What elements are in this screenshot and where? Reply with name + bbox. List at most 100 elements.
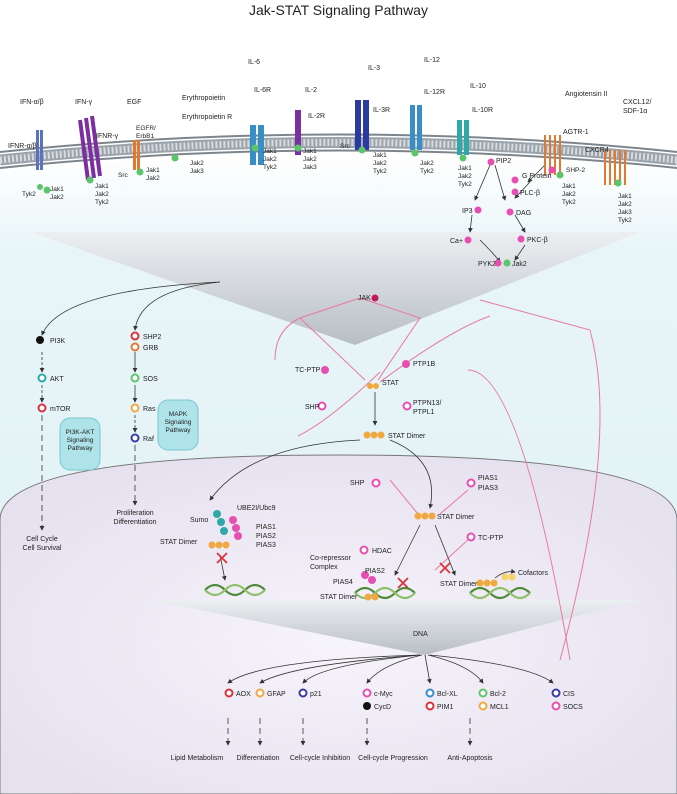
aox-label: AOX (236, 691, 251, 698)
cxcr4-kinase-tyk2: Tyk2 (618, 217, 632, 224)
stat-dimer-center-label: STAT Dimer (437, 514, 475, 521)
stat-dimer-left-label: STAT Dimer (160, 539, 198, 546)
c-myc-label: c-Myc (374, 691, 393, 698)
pi3k-box-line-1: PI3K-AKT (66, 429, 95, 436)
pkcb-label: PKC-β (527, 237, 548, 244)
raf-label: Raf (143, 436, 154, 443)
pias2-label: PIAS2 (365, 568, 385, 575)
epo-receptor-label: Erythropoietin R (182, 114, 232, 121)
page-title: Jak-STAT Signaling Pathway (249, 2, 428, 18)
il3-kinase-src: Src (340, 143, 351, 150)
pi3k-akt-pathway-box (59, 417, 101, 471)
egf-kinase-jak1: Jak1 (146, 167, 160, 174)
ifng-ligand-label: IFN-γ (75, 99, 93, 106)
ifng-kinase-jak2: Jak2 (95, 191, 109, 198)
stat-dimer-label: STAT Dimer (388, 433, 426, 440)
sumo-label: Sumo (190, 517, 208, 524)
il2-ligand-label: IL-2 (305, 87, 317, 94)
sos-label: SOS (143, 376, 158, 383)
grb-label: GRB (143, 345, 159, 352)
il12-kinase-tyk2: Tyk2 (420, 168, 434, 175)
outcome-labels: Lipid Metabolism Differentiation Cell-cy… (171, 755, 493, 762)
pias2-left-label: PIAS2 (256, 533, 276, 540)
corepressor-label-1: Co-repressor (310, 555, 352, 562)
pim1-label: PIM1 (437, 704, 453, 711)
ptpl1-label: PTPL1 (413, 409, 435, 416)
cxcl12-ligand-label-2: SDF-1α (623, 108, 647, 115)
cytoplasm-labels: JAK PI3K AKT mTOR PI3K-AKT Signaling Pat… (23, 295, 442, 552)
gfap-label: GFAP (267, 691, 286, 698)
pyk2-jak2-label: Jak2 (512, 261, 527, 268)
g-protein-label: G Protein (522, 173, 552, 180)
il2-receptor-label: IL-2R (308, 113, 325, 120)
il6-kinase-tyk2: Tyk2 (263, 164, 277, 171)
il3-kinase-tyk2: Tyk2 (373, 168, 387, 175)
node-dots (36, 144, 622, 711)
il2-kinase-jak1: Jak1 (303, 148, 317, 155)
pip2-label: PIP2 (496, 158, 511, 165)
inhibition-lines (274, 297, 601, 661)
il2-kinase-jak2: Jak2 (303, 156, 317, 163)
ip3-label: IP3 (462, 208, 473, 215)
calcium-label: Ca+ (450, 238, 463, 245)
signal-arrows (39, 164, 554, 746)
shp-label: SHP (305, 404, 320, 411)
stat-dimer-glyphs (208, 383, 516, 601)
mtor-label: mTOR (50, 406, 70, 413)
ifna-ligand-label: IFN-α/β (20, 99, 44, 106)
agtr1-kinase-tyk2: Tyk2 (562, 199, 576, 206)
cis-label: CIS (563, 691, 575, 698)
il6-receptor-label: IL-6R (254, 87, 271, 94)
pi3k-label: PI3K (50, 338, 66, 345)
cxcr4-kinase-jak2: Jak2 (618, 201, 632, 208)
stat-dimer-right-label: STAT Dimer (440, 581, 478, 588)
egf-kinase-jak2: Jak2 (146, 175, 160, 182)
cxcr4-kinase-jak1: Jak1 (618, 193, 632, 200)
il6-kinase-jak1: Jak1 (263, 148, 277, 155)
ube2i-label: UBE2I/Ubc9 (237, 505, 276, 512)
shp2-label: SHP2 (143, 334, 161, 341)
cxcr4-receptor-label: CXCR4 (585, 147, 609, 154)
mcl1-label: MCL1 (490, 704, 509, 711)
mapk-pathway-box (157, 399, 199, 451)
proliferation-label: Proliferation (116, 510, 153, 517)
egf-receptor-label-2: ErbB1 (136, 133, 154, 140)
pyk2-label: PYK2 (478, 261, 496, 268)
target-gene-labels: AOX GFAP p21 c-Myc CycD Bcl-XL PIM1 Bcl-… (236, 691, 583, 711)
il6-kinase-jak2: Jak2 (263, 156, 277, 163)
epo-ligand-label: Erythropoietin (182, 95, 225, 102)
cycd-label: CycD (374, 704, 391, 711)
tc-ptp-nuclear-label: TC-PTP (478, 535, 504, 542)
ptpn13-label: PTPN13/ (413, 400, 441, 407)
stat-dimer-bottom-label: STAT Dimer (320, 594, 358, 601)
il3-kinase-jak2: Jak2 (373, 160, 387, 167)
ifng-kinase-tyk2: Tyk2 (95, 199, 109, 206)
bcl-2-label: Bcl-2 (490, 691, 506, 698)
hdac-label: HDAC (372, 548, 392, 555)
signal-funnel-top (30, 232, 640, 345)
cell-survival-label: Cell Survival (23, 545, 62, 552)
pias4-label: PIAS4 (333, 579, 353, 586)
dna-label: DNA (413, 631, 428, 638)
egf-ligand-label: EGF (127, 99, 141, 106)
agtr1-kinase-jak1: Jak1 (562, 183, 576, 190)
mapk-box-line-2: Signaling (165, 419, 192, 426)
il6-ligand-label: IL-6 (248, 59, 260, 66)
differentiation-outcome-label: Differentiation (236, 755, 279, 762)
stat-label: STAT (382, 380, 400, 387)
cell-cycle-progression-label: Cell-cycle Progression (358, 755, 428, 762)
plcb-label: PLC-β (520, 190, 540, 197)
il3-kinase-jak1: Jak1 (373, 152, 387, 159)
bcl-xl-label: Bcl-XL (437, 691, 458, 698)
ifng-kinase-jak1: Jak1 (95, 183, 109, 190)
differentiation-label: Differentiation (113, 519, 156, 526)
receptor-labels: IFN-α/β IFNR-α/β Tyk2 Jak1 Jak2 IFN-γ IF… (8, 57, 651, 224)
il2-kinase-jak3: Jak3 (303, 164, 317, 171)
cell-cycle-label: Cell Cycle (26, 536, 58, 543)
lipid-metabolism-label: Lipid Metabolism (171, 755, 224, 762)
pias1-left-label: PIAS1 (256, 524, 276, 531)
il10-kinase-jak1: Jak1 (458, 165, 472, 172)
ifna-kinase-jak2: Jak2 (50, 194, 64, 201)
angiotensin-ligand-label: Angiotensin II (565, 91, 607, 98)
cell-cycle-inhibition-label: Cell-cycle Inhibition (290, 755, 350, 762)
